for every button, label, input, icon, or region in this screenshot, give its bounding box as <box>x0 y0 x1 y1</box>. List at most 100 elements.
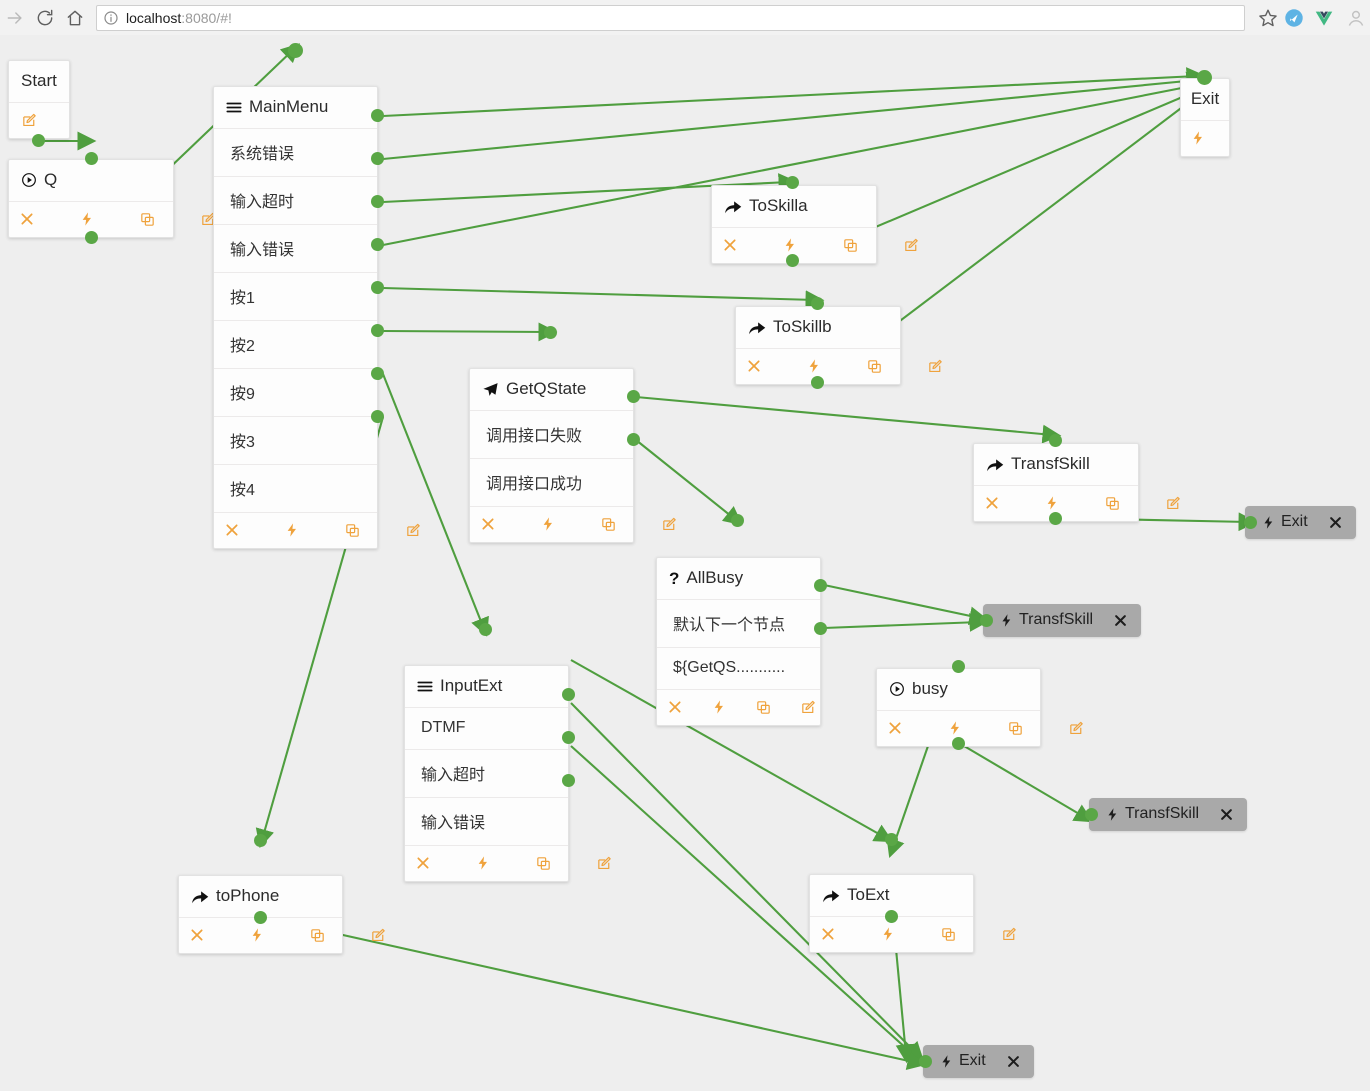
port-busy-in[interactable] <box>952 660 965 673</box>
bolt-icon[interactable] <box>475 853 491 873</box>
pill-transfskill-low[interactable]: TransfSkill <box>1089 798 1248 831</box>
copy-icon[interactable] <box>842 235 859 255</box>
edit-icon[interactable] <box>903 235 920 255</box>
port-getqstate-in[interactable] <box>544 326 557 339</box>
node-row[interactable]: 输入错误 <box>214 224 377 272</box>
edit-icon[interactable] <box>1068 718 1085 738</box>
port-mainmenu-row-2[interactable] <box>371 195 384 208</box>
node-transfskill[interactable]: TransfSkill <box>973 443 1180 522</box>
close-icon[interactable] <box>1219 807 1234 822</box>
port-allbusy-in[interactable] <box>731 514 744 527</box>
port-allbusy-row-0[interactable] <box>814 579 827 592</box>
edit-icon[interactable] <box>1001 924 1018 944</box>
close-icon[interactable] <box>1113 613 1128 628</box>
copy-icon[interactable] <box>139 209 156 229</box>
port-inputext-row-2[interactable] <box>562 774 575 787</box>
node-row[interactable]: 按4 <box>214 464 377 512</box>
node-row[interactable]: 按9 <box>214 368 377 416</box>
port-pill-transfskill-mid-in[interactable] <box>980 614 993 627</box>
reload-icon[interactable] <box>30 3 60 33</box>
bolt-icon[interactable] <box>711 697 727 717</box>
address-bar[interactable]: localhost:8080/#! <box>96 4 1245 31</box>
port-toskilla-in[interactable] <box>786 176 799 189</box>
port-allbusy-row-1[interactable] <box>814 622 827 635</box>
bolt-icon[interactable] <box>947 718 963 738</box>
port-mainmenu-row-0[interactable] <box>371 109 384 122</box>
delete-icon[interactable] <box>189 925 205 945</box>
port-pill-exit-right-in[interactable] <box>1244 516 1257 529</box>
forward-arrow-icon[interactable] <box>0 3 30 33</box>
pill-exit-right[interactable]: Exit <box>1245 506 1356 539</box>
close-icon[interactable] <box>1006 1054 1021 1069</box>
copy-icon[interactable] <box>1104 493 1121 513</box>
port-mainmenu-in[interactable] <box>288 43 303 58</box>
edit-icon[interactable] <box>1165 493 1182 513</box>
port-mainmenu-row-1[interactable] <box>371 152 384 165</box>
node-inputext[interactable]: InputExt DTMF 输入超时 输入错误 <box>404 665 611 882</box>
port-start-out[interactable] <box>32 134 45 147</box>
delete-icon[interactable] <box>19 209 35 229</box>
port-mainmenu-row-5[interactable] <box>371 324 384 337</box>
port-getqstate-row-1[interactable] <box>627 433 640 446</box>
node-row[interactable]: 按1 <box>214 272 377 320</box>
node-row[interactable]: 输入超时 <box>214 176 377 224</box>
node-allbusy[interactable]: ? AllBusy 默认下一个节点 ${GetQS........... <box>656 557 821 726</box>
profile-avatar-icon[interactable] <box>1345 7 1367 29</box>
bolt-icon[interactable] <box>880 924 896 944</box>
port-mainmenu-row-3[interactable] <box>371 238 384 251</box>
port-transfskill-out[interactable] <box>1049 512 1062 525</box>
edit-icon[interactable] <box>405 520 422 540</box>
port-getqstate-row-0[interactable] <box>627 390 640 403</box>
bolt-icon[interactable] <box>249 925 265 945</box>
node-row[interactable]: 输入超时 <box>405 749 568 797</box>
delete-icon[interactable] <box>746 356 762 376</box>
node-row[interactable]: 按2 <box>214 320 377 368</box>
vue-devtools-icon[interactable] <box>1313 7 1335 29</box>
port-toext-in[interactable] <box>885 833 898 846</box>
port-transfskill-in[interactable] <box>1049 434 1062 447</box>
node-row[interactable]: 系统错误 <box>214 128 377 176</box>
port-toskilla-out[interactable] <box>786 254 799 267</box>
bolt-icon[interactable] <box>806 356 822 376</box>
copy-icon[interactable] <box>309 925 326 945</box>
port-toskillb-out[interactable] <box>811 376 824 389</box>
port-mainmenu-row-4[interactable] <box>371 281 384 294</box>
copy-icon[interactable] <box>940 924 957 944</box>
edit-icon[interactable] <box>661 514 678 534</box>
copy-icon[interactable] <box>1007 718 1024 738</box>
port-inputext-in[interactable] <box>479 623 492 636</box>
node-q[interactable]: Q <box>8 159 215 238</box>
bolt-icon[interactable] <box>540 514 556 534</box>
delete-icon[interactable] <box>820 924 836 944</box>
copy-icon[interactable] <box>344 520 361 540</box>
close-icon[interactable] <box>1328 515 1343 530</box>
port-q-in[interactable] <box>85 152 98 165</box>
flow-canvas[interactable]: Start Q <box>0 35 1370 1091</box>
node-toskillb[interactable]: ToSkillb <box>735 306 942 385</box>
bolt-icon[interactable] <box>782 235 798 255</box>
node-row[interactable]: 输入错误 <box>405 797 568 845</box>
delete-icon[interactable] <box>224 520 240 540</box>
bolt-icon[interactable] <box>79 209 95 229</box>
edit-icon[interactable] <box>596 853 613 873</box>
port-exit-top-in[interactable] <box>1197 70 1212 85</box>
port-q-out[interactable] <box>85 231 98 244</box>
node-mainmenu[interactable]: MainMenu 系统错误 输入超时 输入错误 按1 按2 按9 按3 按4 <box>213 86 420 549</box>
port-pill-exit-bottom-in[interactable] <box>919 1055 932 1068</box>
blue-circle-extension-icon[interactable] <box>1283 7 1305 29</box>
home-icon[interactable] <box>60 3 90 33</box>
port-tophone-in[interactable] <box>254 834 267 847</box>
port-mainmenu-row-7[interactable] <box>371 410 384 423</box>
node-row[interactable]: 默认下一个节点 <box>657 599 820 647</box>
bolt-icon[interactable] <box>284 520 300 540</box>
node-row[interactable]: ${GetQS........... <box>657 647 820 689</box>
copy-icon[interactable] <box>866 356 883 376</box>
node-row[interactable]: DTMF <box>405 707 568 749</box>
info-circle-icon[interactable] <box>103 10 119 26</box>
edit-icon[interactable] <box>19 110 39 130</box>
port-inputext-row-1[interactable] <box>562 731 575 744</box>
port-mainmenu-row-6[interactable] <box>371 367 384 380</box>
copy-icon[interactable] <box>535 853 552 873</box>
port-pill-transfskill-low-in[interactable] <box>1085 808 1098 821</box>
edit-icon[interactable] <box>800 697 817 717</box>
